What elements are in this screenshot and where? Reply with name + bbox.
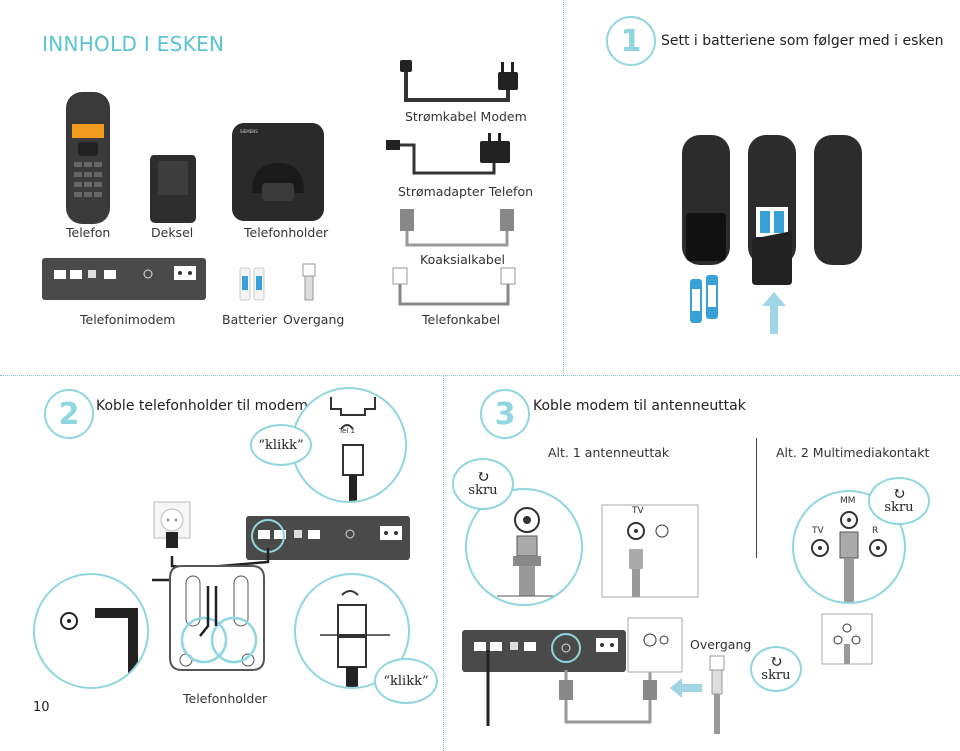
zoom-power-circle [33,573,149,689]
step2-number: 2 [44,389,94,439]
alt1-label: Alt. 1 antenneuttak [548,445,670,460]
handset-image [66,92,110,224]
antenna-outlet-step3 [627,617,683,673]
alt-divider [756,438,757,558]
step1-text: Sett i batteriene som følger med i esken [661,33,944,49]
batteries-step1 [690,275,718,323]
divider-middle [0,375,960,376]
handset-back-3 [814,135,862,265]
rotate-icon-3: ↻ [769,652,783,671]
overgang-image [302,263,316,301]
klikk-bubble-bottom: “klikk” [374,658,438,704]
tv-label-2: TV [812,526,824,536]
wall-socket-image [153,501,191,548]
label-telefonkabel: Telefonkabel [422,312,501,327]
alt2-label: Alt. 2 Multimediakontakt [776,445,930,460]
label-telefonimodem: Telefonimodem [80,312,176,327]
batteries-image [239,267,265,301]
skru-text-3: skru [761,668,791,683]
modem-step2 [246,516,410,560]
label-telefon: Telefon [66,225,111,240]
step3-text: Koble modem til antenneuttak [533,398,746,414]
divider-top [563,0,564,375]
klikk-bubble-top: “klikk” [250,424,312,466]
cover-image [150,155,196,223]
label-koaksialkabel: Koaksialkabel [420,252,506,267]
tv-label-1: TV [632,506,644,516]
skru-bubble-3: ↻ skru [750,646,802,692]
mm-outlet-image [821,613,873,665]
overgang-image-step3 [709,655,725,734]
step3-number: 3 [480,389,530,439]
base-station-image: SIEMENS [232,123,324,221]
step1-number: 1 [606,16,656,66]
modem-image [42,258,206,300]
label-stromkabel: Strømkabel Modem [405,109,527,124]
rotate-icon-2: ↻ [892,484,906,503]
handset-back-2 [748,135,796,285]
label-overgang: Overgang [283,312,345,327]
skru-bubble-1: ↻ skru [452,458,514,510]
antenna-outlet-alt1 [601,504,699,598]
base-back-image [169,565,265,671]
skru-text-1: skru [468,483,498,498]
label-stromadapter: Strømadapter Telefon [398,184,534,199]
telefonholder-label-step2: Telefonholder [183,691,268,706]
label-deksel: Deksel [151,225,194,240]
skru-text-2: skru [884,500,914,515]
svg-text:SIEMENS: SIEMENS [240,129,258,134]
label-batterier: Batterier [222,312,278,327]
contents-title: INNHOLD I ESKEN [42,32,225,56]
tel-label: Tel 1 [339,427,356,435]
arrow-up-icon [762,292,786,334]
rotate-icon: ↻ [476,467,490,486]
modem-step3 [462,630,626,672]
power-cable-image [400,60,518,102]
divider-bottom [443,375,444,751]
coax-cable-image [400,209,514,247]
label-telefonholder: Telefonholder [244,225,329,240]
phone-cable-image [392,267,516,306]
handset-back-1 [682,135,730,265]
page-number: 10 [33,700,50,715]
power-adapter-image [386,133,510,175]
step2-text: Koble telefonholder til modem [96,398,308,414]
arrow-left-icon [670,678,702,698]
overgang-label-step3: Overgang [690,637,752,652]
mm-label: MM [840,496,856,506]
r-label: R [872,526,879,536]
coax-run-step3 [486,650,657,726]
skru-bubble-2: ↻ skru [868,477,930,525]
